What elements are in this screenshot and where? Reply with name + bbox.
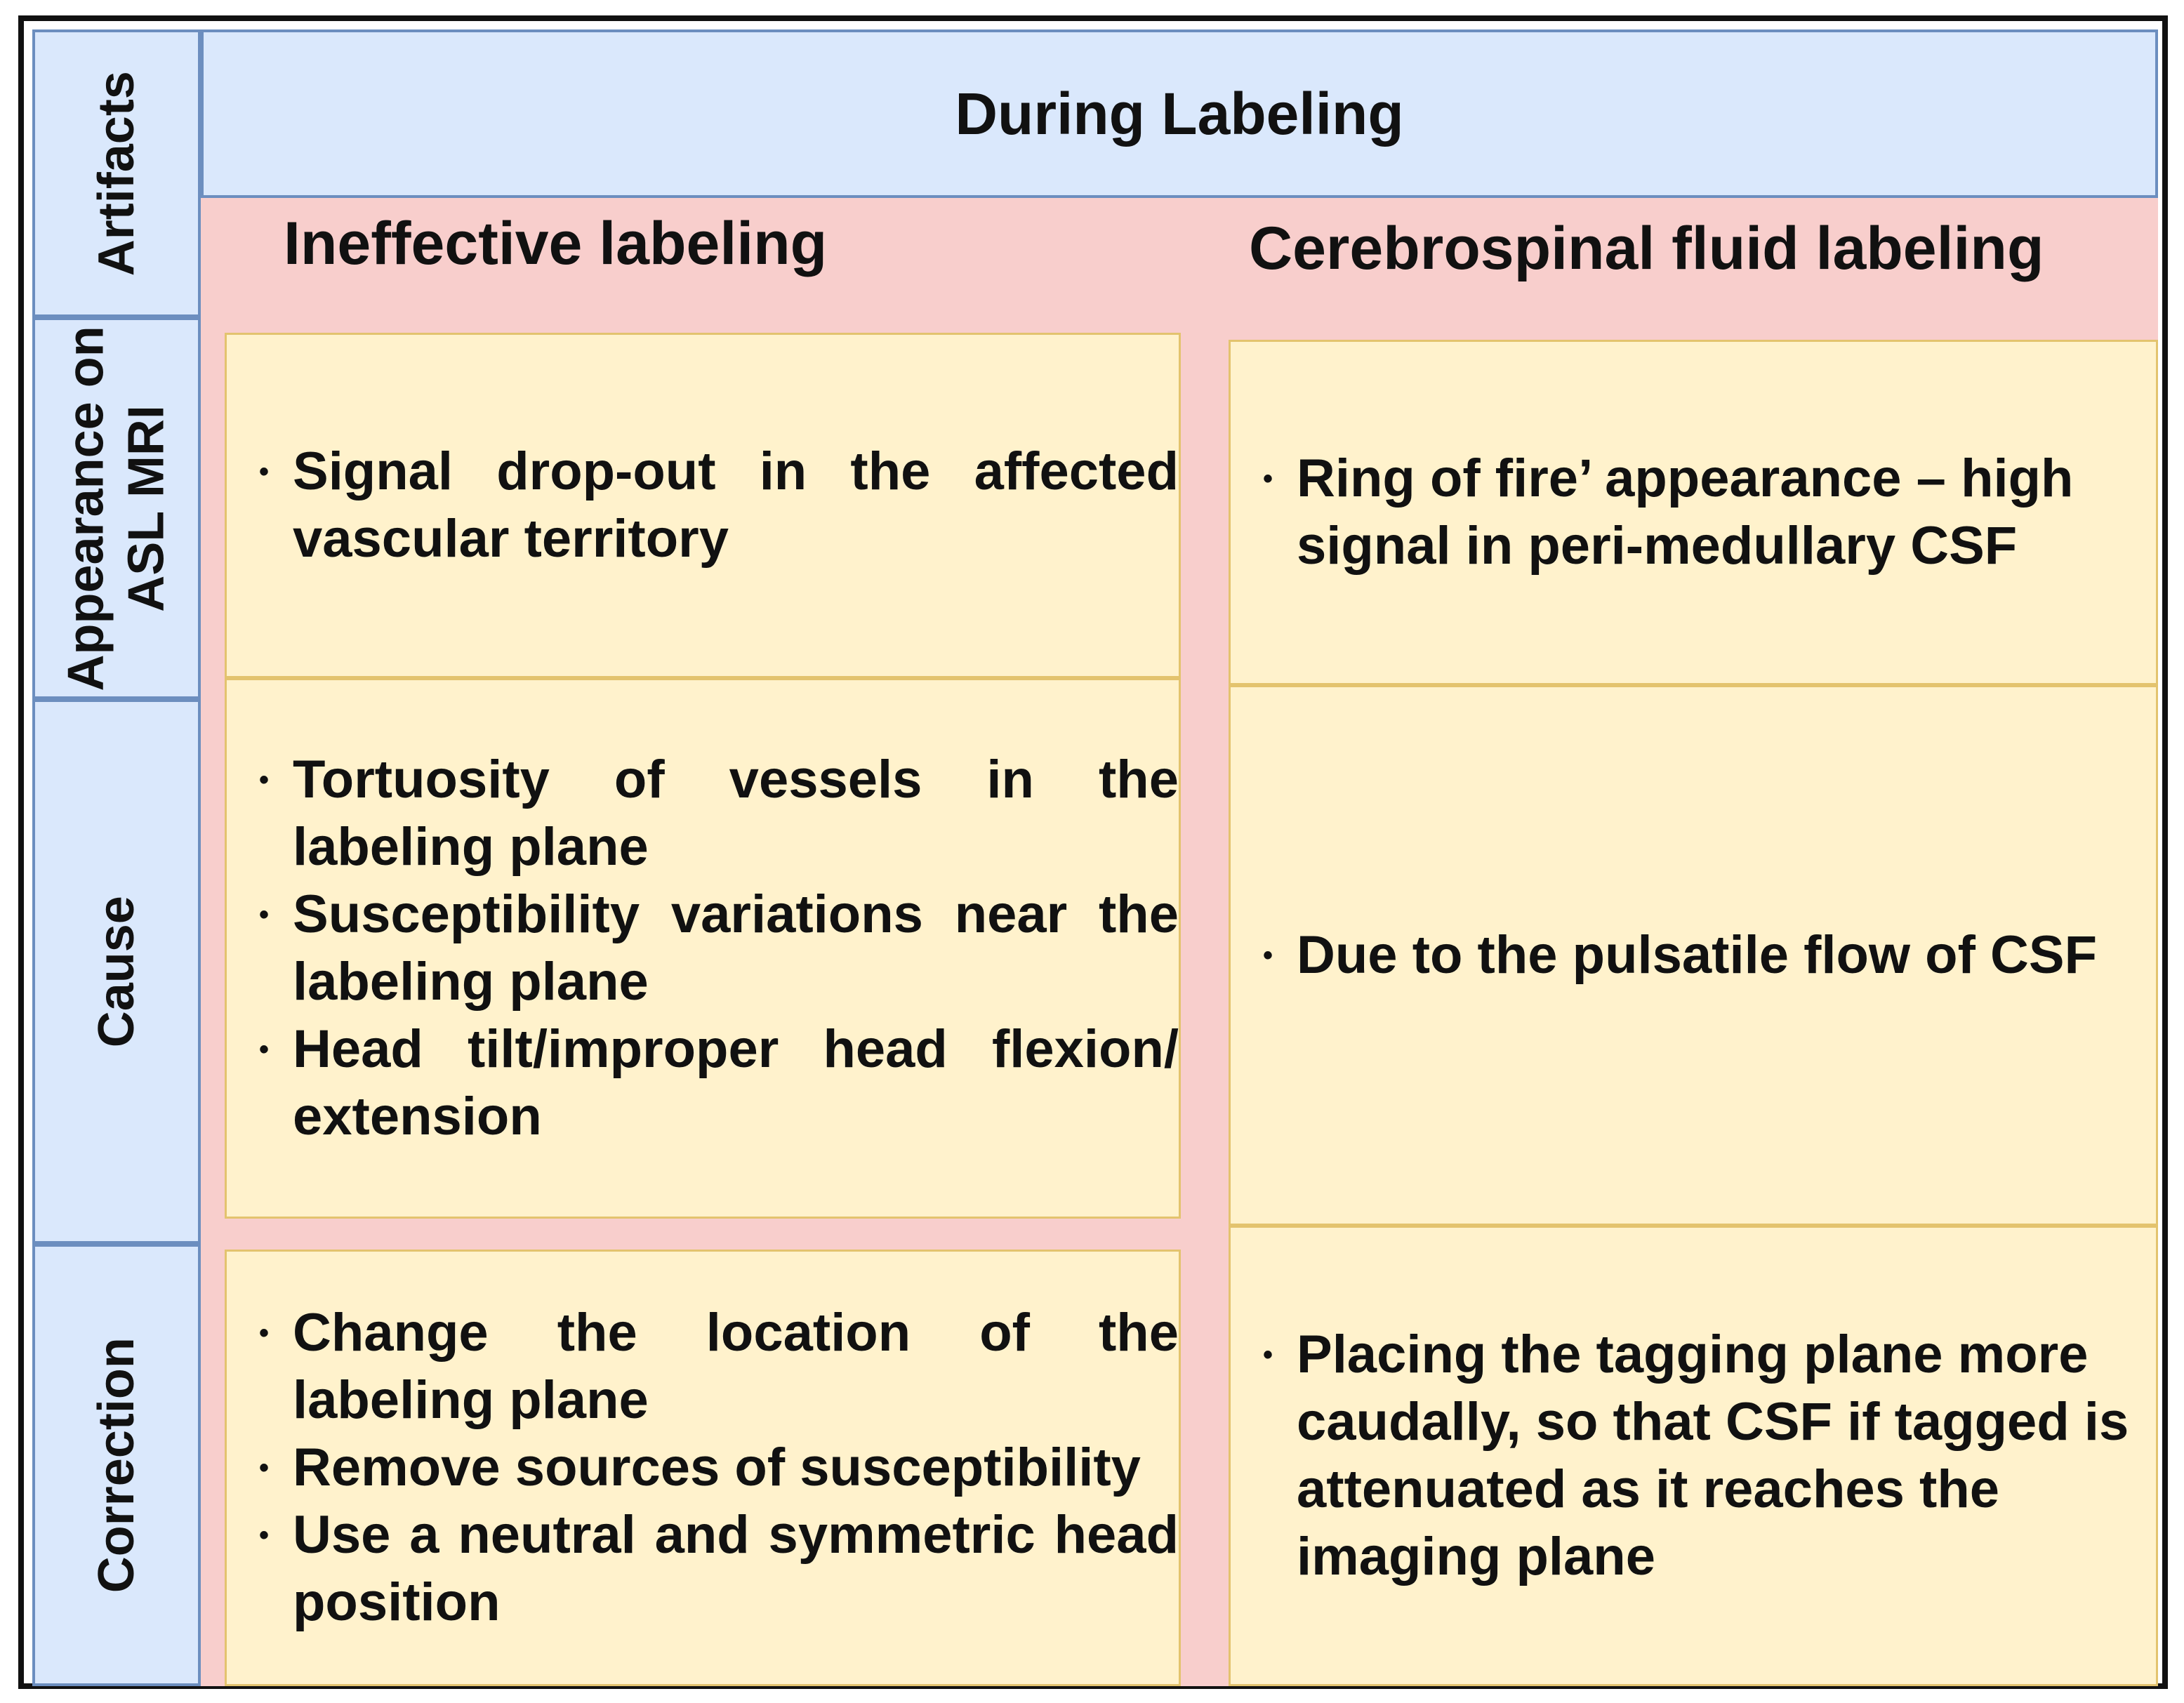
- bullet-list: Ring of fire’ appearance – high signal i…: [1231, 445, 2156, 580]
- cell-csf-appearance: Ring of fire’ appearance – high signal i…: [1229, 340, 2158, 685]
- title: During Labeling: [955, 80, 1404, 147]
- row-header-cause: Cause: [32, 699, 201, 1244]
- cell-ineffective-correction: Change the location of the labeling plan…: [225, 1250, 1181, 1686]
- row-header-cause-label: Cause: [88, 895, 145, 1048]
- bullet-list: Due to the pulsatile flow of CSF: [1231, 922, 2156, 989]
- row-header-appearance-line1: Appearance on: [58, 325, 114, 691]
- bullet-item: Signal drop-out in the affected vascular…: [227, 438, 1179, 573]
- row-header-appearance: Appearance on ASL MRI: [32, 317, 201, 699]
- bullet-item: Head tilt/improper head flexion/ extensi…: [227, 1016, 1179, 1151]
- row-header-correction-label: Correction: [88, 1337, 145, 1593]
- row-header-artifacts-label: Artifacts: [88, 70, 145, 277]
- bullet-list: Tortuosity of vessels in the labeling pl…: [227, 746, 1179, 1151]
- cell-ineffective-cause: Tortuosity of vessels in the labeling pl…: [225, 678, 1181, 1219]
- bullet-item: Ring of fire’ appearance – high signal i…: [1231, 445, 2156, 580]
- bullet-list: Signal drop-out in the affected vascular…: [227, 438, 1179, 573]
- bullet-item: Remove sources of susceptibility: [227, 1434, 1179, 1502]
- bullet-item: Placing the tagging plane more caudally,…: [1231, 1321, 2156, 1591]
- column-heading-csf: Cerebrospinal fluid labeling: [1249, 215, 2044, 282]
- bullet-item: Tortuosity of vessels in the labeling pl…: [227, 746, 1179, 881]
- row-header-correction: Correction: [32, 1244, 201, 1686]
- cell-ineffective-appearance: Signal drop-out in the affected vascular…: [225, 333, 1181, 678]
- bullet-list: Change the location of the labeling plan…: [227, 1299, 1179, 1636]
- cell-csf-cause: Due to the pulsatile flow of CSF: [1229, 685, 2158, 1226]
- bullet-item: Change the location of the labeling plan…: [227, 1299, 1179, 1434]
- title-bar: During Labeling: [201, 29, 2158, 198]
- bullet-item: Use a neutral and symmetric head positio…: [227, 1502, 1179, 1636]
- bullet-item: Due to the pulsatile flow of CSF: [1231, 922, 2156, 989]
- bullet-item: Susceptibility variations near the label…: [227, 881, 1179, 1016]
- row-header-appearance-label: Appearance on ASL MRI: [56, 326, 178, 691]
- row-header-appearance-line2: ASL MRI: [119, 404, 176, 612]
- bullet-list: Placing the tagging plane more caudally,…: [1231, 1321, 2156, 1591]
- row-header-artifacts: Artifacts: [32, 29, 201, 317]
- figure-frame: Artifacts Appearance on ASL MRI Cause Co…: [18, 15, 2168, 1689]
- cell-csf-correction: Placing the tagging plane more caudally,…: [1229, 1226, 2158, 1686]
- column-heading-ineffective: Ineffective labeling: [284, 210, 828, 277]
